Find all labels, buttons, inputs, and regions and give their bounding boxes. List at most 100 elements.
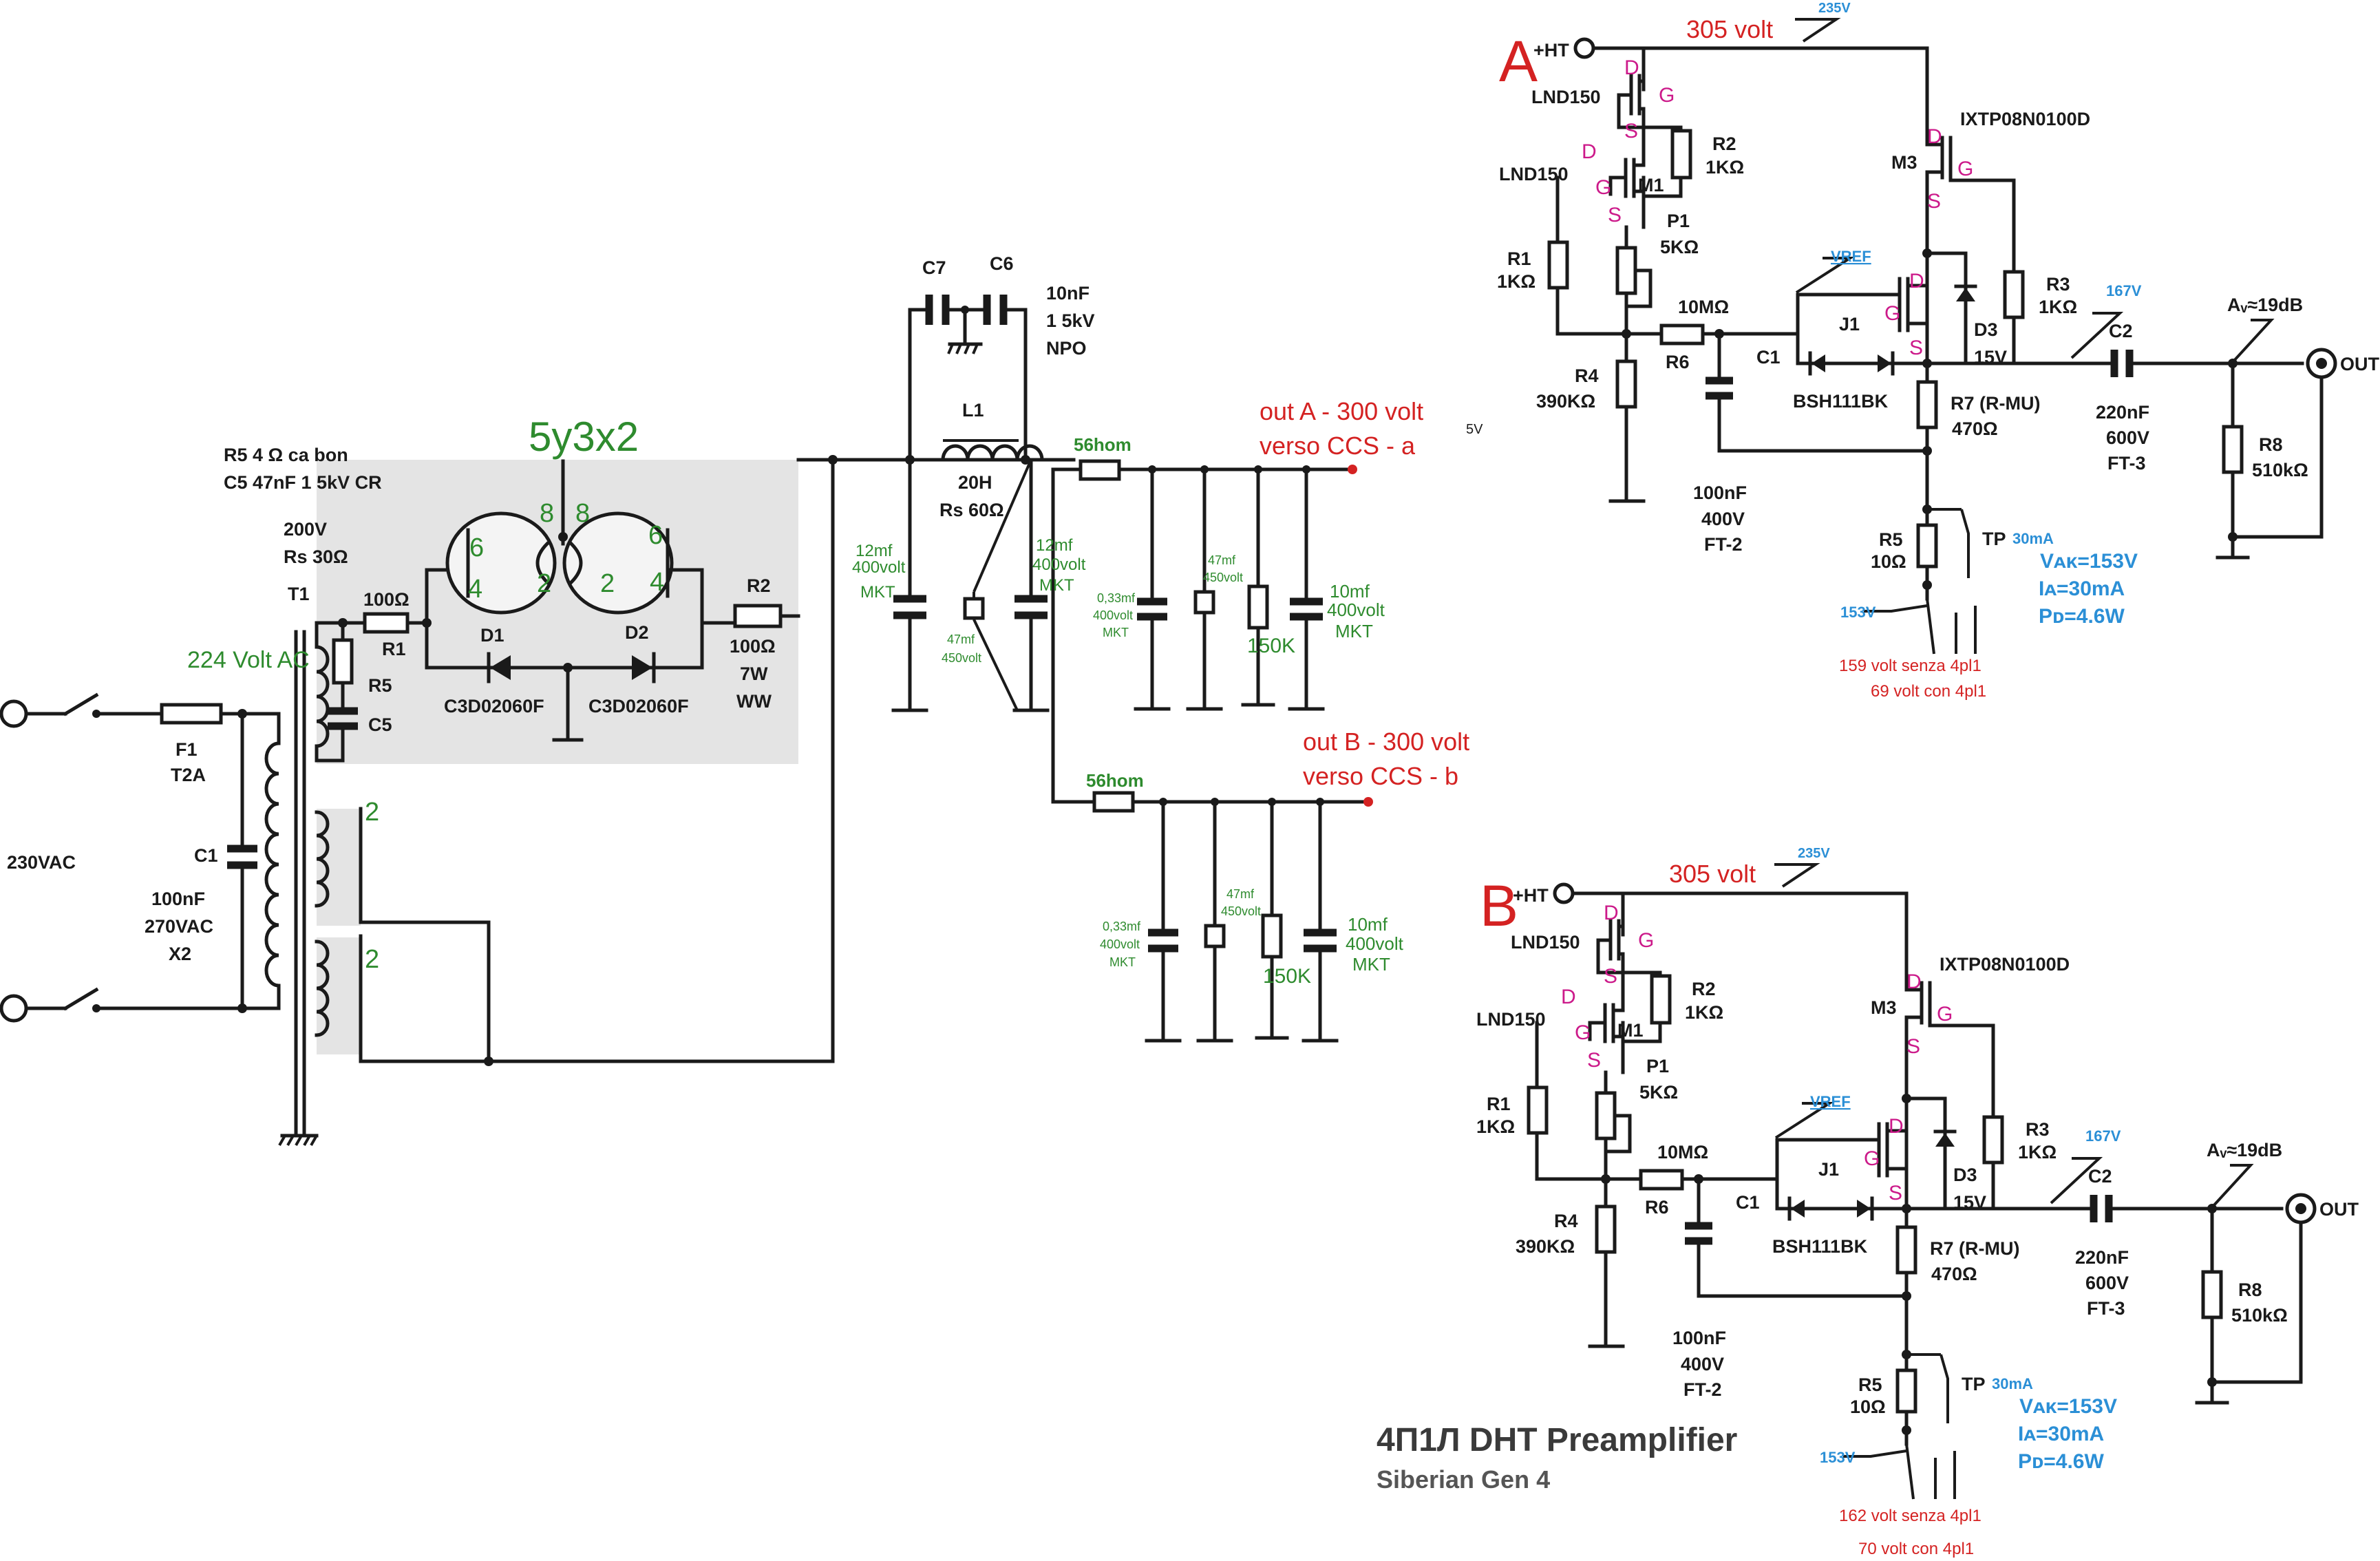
a-r4-ref: R4 xyxy=(1575,365,1599,386)
b-r7-val: 470Ω xyxy=(1931,1264,1977,1284)
cap033-a-value: 0,33mf xyxy=(1097,591,1136,605)
d2-part: C3D02060F xyxy=(588,696,689,716)
b-c1-v3: FT-2 xyxy=(1683,1379,1722,1400)
b-c2-v2: 600V xyxy=(2085,1273,2129,1293)
preamp-subtitle: Siberian Gen 4 xyxy=(1377,1465,1550,1494)
cap47-value: 47mf xyxy=(947,633,975,646)
cap12-2-type: MKT xyxy=(1039,576,1074,595)
t1-hv-secondary xyxy=(315,645,330,748)
b-j1-g: G xyxy=(1864,1147,1880,1170)
a-c1-v1: 100nF xyxy=(1693,482,1747,503)
a-q1-s: S xyxy=(1624,120,1638,142)
r-56ohm-b xyxy=(1092,791,1135,813)
cap12-1-voltage: 400volt xyxy=(852,558,906,577)
cap12-2-voltage: 400volt xyxy=(1032,555,1086,574)
cap47-b-value: 47mf xyxy=(1226,887,1255,901)
cap033-b-type: MKT xyxy=(1109,955,1136,969)
b-tp: TP xyxy=(1962,1374,1986,1394)
a-j1-d: D xyxy=(1909,270,1924,293)
l1-inductance: 20H xyxy=(958,472,992,493)
b-r8-val: 510kΩ xyxy=(2231,1305,2288,1326)
rectifier-area xyxy=(317,460,798,764)
b-note2: 70 volt con 4pl1 xyxy=(1858,1540,1974,1558)
heater2-voltage: 2 xyxy=(365,945,379,974)
b-p1-ref: P1 xyxy=(1646,1056,1669,1076)
a-r1-ref: R1 xyxy=(1507,248,1531,269)
t1-label: T1 xyxy=(288,584,310,604)
res150-a-label: 150K xyxy=(1247,635,1295,657)
b-m3-g: G xyxy=(1937,1003,1953,1026)
a-pd: Pᴅ=4.6W xyxy=(2039,605,2125,628)
b-supply-volt: 305 volt xyxy=(1669,860,1756,888)
preamp-b-letter: B xyxy=(1480,873,1518,938)
tube2-pin4: 4 xyxy=(650,568,664,597)
d1-part: C3D02060F xyxy=(444,696,544,716)
b-r5-ref: R5 xyxy=(1858,1374,1882,1395)
snubber-note-2: C5 47nF 1 5kV CR xyxy=(224,472,382,493)
a-v167: 167V xyxy=(2106,282,2142,299)
cap033-b-value: 0,33mf xyxy=(1103,920,1141,933)
cap10-a-value: 10mf xyxy=(1330,581,1370,602)
mains-terminal-n xyxy=(0,994,28,1023)
b-r3-ref: R3 xyxy=(2026,1119,2050,1140)
b-ia: Iᴀ=30mA xyxy=(2018,1423,2104,1445)
a-note1: 159 volt senza 4pl1 xyxy=(1839,657,1981,675)
res-150k-b xyxy=(1261,913,1283,959)
b-j1-part: BSH111BK xyxy=(1772,1236,1868,1257)
a-c2-v1: 220nF xyxy=(2096,402,2149,423)
secondary-voltage-label: 224 Volt AC xyxy=(187,647,310,673)
cap-47mf-b xyxy=(1204,924,1226,948)
a-rail-235: 235V xyxy=(1818,1,1851,16)
cap10-b-voltage: 400volt xyxy=(1346,933,1404,954)
tube1-pin6: 6 xyxy=(469,533,484,562)
a-ia: Iᴀ=30mA xyxy=(2039,577,2125,600)
a-m3-g: G xyxy=(1957,158,1973,180)
c1-voltage: 270VAC xyxy=(145,916,213,937)
b-r2-ref: R2 xyxy=(1692,979,1716,999)
res56-b-label: 56hom xyxy=(1086,770,1144,791)
c6-dielectric: NPO xyxy=(1046,338,1087,359)
l1-ref: L1 xyxy=(962,400,984,421)
b-r1-val: 1KΩ xyxy=(1476,1116,1515,1137)
b-j1-ref: J1 xyxy=(1818,1159,1839,1180)
snubber-r5 xyxy=(332,638,354,685)
a-note2: 69 volt con 4pl1 xyxy=(1871,682,1986,701)
a-r3-ref: R3 xyxy=(2046,274,2070,295)
a-tp-current: 30mA xyxy=(2012,530,2054,547)
a-r4-val: 390KΩ xyxy=(1536,391,1595,412)
preamp-b-labels: B +HT 305 volt 235V D G S LND150 D G S L… xyxy=(1377,846,2359,1558)
res-150k-a xyxy=(1247,584,1269,630)
b-q1-part: LND150 xyxy=(1511,932,1580,953)
cap033-b-voltage: 400volt xyxy=(1100,937,1140,951)
b-j1-s: S xyxy=(1889,1182,1902,1204)
b-c2-v1: 220nF xyxy=(2075,1247,2129,1268)
a-r1-val: 1KΩ xyxy=(1497,271,1536,292)
a-c2-v3: FT-3 xyxy=(2107,453,2146,474)
a-d3-ref: D3 xyxy=(1974,319,1998,340)
b-r8-ref: R8 xyxy=(2238,1279,2262,1300)
mains-label: 230VAC xyxy=(7,852,76,873)
b-d3-ref: D3 xyxy=(1953,1165,1977,1185)
a-m3-d: D xyxy=(1927,125,1942,148)
a-r8-val: 510kΩ xyxy=(2252,460,2308,480)
a-c1-v2: 400V xyxy=(1701,509,1745,529)
d2-ref: D2 xyxy=(625,622,649,643)
b-p1-val: 5KΩ xyxy=(1639,1082,1678,1103)
d1-ref: D1 xyxy=(480,625,504,646)
a-r5-ref: R5 xyxy=(1879,529,1903,550)
a-vak: Vᴀᴋ=153V xyxy=(2040,550,2138,573)
a-q1-g: G xyxy=(1659,84,1675,107)
b-out-label: OUT xyxy=(2319,1199,2359,1220)
b-v153: 153V xyxy=(1820,1449,1856,1466)
b-q1-d: D xyxy=(1604,902,1619,924)
a-j1-part: BSH111BK xyxy=(1793,391,1889,412)
b-c1-ref: C1 xyxy=(1736,1192,1760,1213)
r1-ref: R1 xyxy=(382,639,406,659)
choke-l1 xyxy=(941,444,1044,462)
b-r7-ref: R7 (R-MU) xyxy=(1930,1238,2019,1259)
r2-power: 7W xyxy=(740,663,768,684)
a-vref: VREF xyxy=(1831,248,1871,265)
b-ht-label: +HT xyxy=(1513,885,1549,906)
cap47-a-voltage: 450volt xyxy=(1203,571,1243,584)
cap-47mf xyxy=(963,597,985,620)
